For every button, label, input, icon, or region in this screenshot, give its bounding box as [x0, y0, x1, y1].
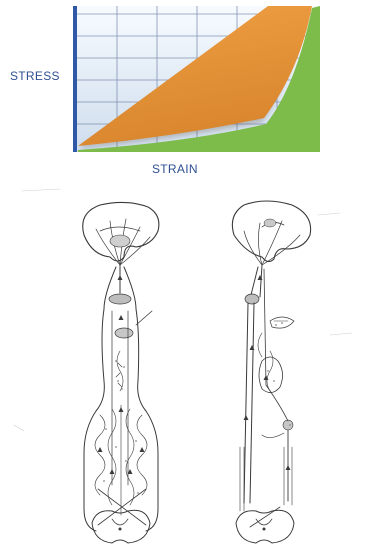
y-axis-line: [73, 6, 77, 152]
x-axis-label: STRAIN: [152, 162, 198, 176]
neural-pathway-graphic: [0, 185, 378, 552]
neural-pathway-figure: [0, 185, 378, 552]
stress-strain-diagram: STRESS STRAIN: [0, 0, 378, 185]
left-pathway: [83, 202, 159, 543]
y-axis-label: STRESS: [10, 69, 60, 83]
stress-strain-graphic: [0, 0, 378, 185]
paper-marks: [14, 189, 352, 431]
right-pathway: [232, 201, 310, 543]
